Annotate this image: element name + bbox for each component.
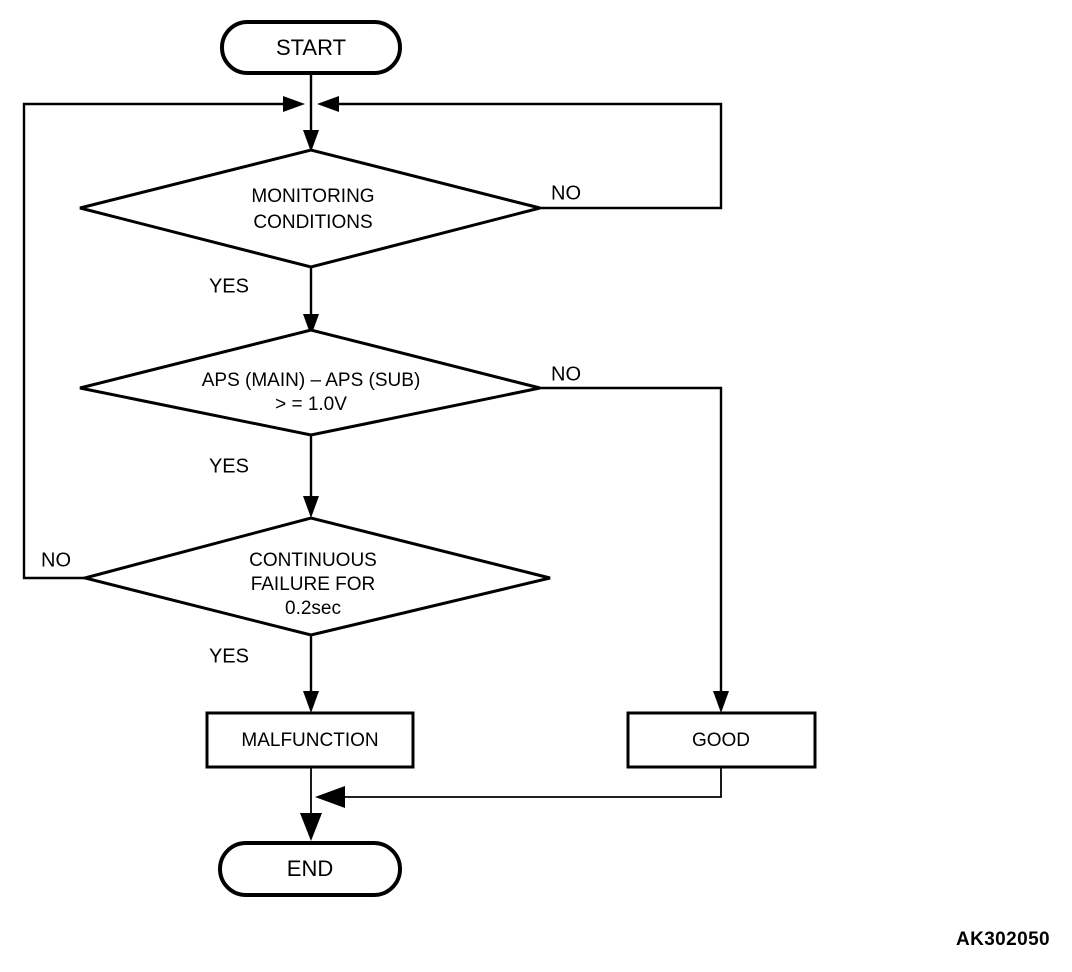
start-label: START: [276, 35, 346, 60]
good-box-shape: [626, 711, 817, 769]
node-start: START: [220, 20, 402, 75]
good-label: GOOD: [692, 730, 750, 751]
continuous-label-line1: CONTINUOUS: [249, 550, 377, 571]
monitoring-diamond-shape: [79, 148, 541, 269]
node-decision-continuous: CONTINUOUS FAILURE FOR 0.2sec YES NO: [41, 516, 551, 667]
connector-continuous-no-loop: [22, 102, 299, 580]
arrow-down-to-good-icon: [713, 691, 729, 713]
continuous-yes-label: YES: [209, 645, 249, 667]
start-shape: [220, 20, 402, 75]
connector-good-to-merge: [329, 767, 722, 798]
continuous-diamond-shape: [79, 516, 551, 637]
connector-aps-no-to-good: [540, 386, 723, 707]
end-shape: [218, 841, 402, 897]
monitoring-no-label: NO: [551, 182, 581, 204]
arrow-down-to-aps-icon: [303, 314, 319, 336]
connector-monitoring-no-loop: [323, 102, 723, 210]
continuous-label-line2: FAILURE FOR: [251, 574, 376, 595]
arrow-down-to-continuous-icon: [303, 496, 319, 518]
arrow-left-into-merge-icon: [315, 786, 345, 808]
node-malfunction: MALFUNCTION: [205, 711, 415, 769]
arrow-down-to-malfunction-icon: [303, 691, 319, 713]
end-label: END: [287, 856, 333, 881]
arrow-down-to-monitoring-icon: [303, 130, 319, 152]
aps-yes-label: YES: [209, 455, 249, 477]
arrow-down-to-end-icon: [300, 813, 322, 841]
node-good: GOOD: [626, 711, 817, 769]
monitoring-label-line1: MONITORING: [251, 186, 374, 207]
aps-no-label: NO: [551, 363, 581, 385]
monitoring-yes-label: YES: [209, 275, 249, 297]
continuous-label-line3: 0.2sec: [285, 598, 341, 619]
aps-label-line2: > = 1.0V: [275, 394, 347, 415]
node-end: END: [218, 841, 402, 897]
node-decision-monitoring: MONITORING CONDITIONS YES NO: [79, 148, 581, 297]
aps-diamond-shape: [79, 328, 541, 437]
node-decision-aps: APS (MAIN) – APS (SUB) > = 1.0V YES NO: [79, 328, 581, 477]
malfunction-label: MALFUNCTION: [241, 730, 378, 751]
malfunction-box-shape: [205, 711, 415, 769]
monitoring-label-line2: CONDITIONS: [253, 212, 372, 233]
reference-code: AK302050: [956, 929, 1050, 950]
arrow-left-into-junction-icon: [317, 96, 339, 112]
arrow-right-into-junction-icon: [283, 96, 305, 112]
continuous-no-label: NO: [41, 549, 71, 571]
aps-label-line1: APS (MAIN) – APS (SUB): [202, 370, 421, 391]
